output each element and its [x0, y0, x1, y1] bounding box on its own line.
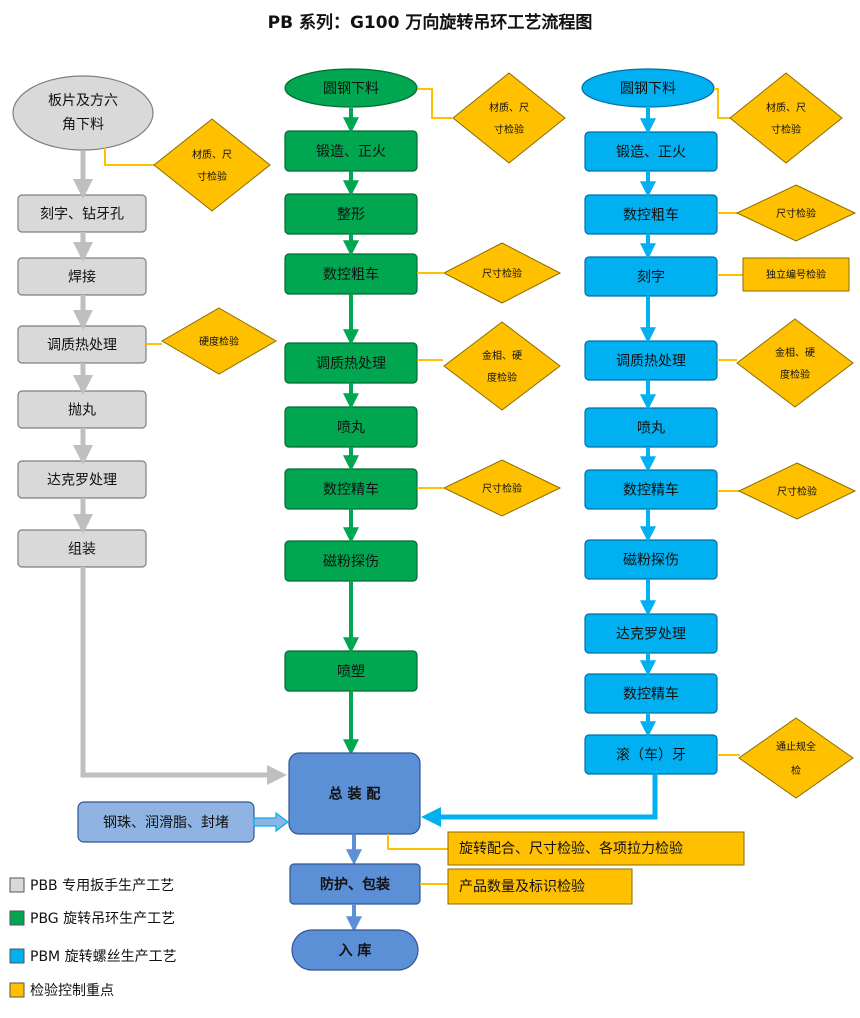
legend-label-3: PBM 旋转螺丝生产工艺: [30, 949, 177, 965]
pbm-step-5-label: 喷丸: [637, 421, 665, 437]
pbm-step-9-label: 数控精车: [623, 686, 679, 703]
pbm-check-rough: [735, 184, 857, 242]
pbm-check-start-connector: [714, 88, 731, 119]
pbm-check-thread: [738, 717, 854, 799]
pbg-check-start-label-line-2: 寸检验: [494, 123, 524, 136]
assembly-check-label: 旋转配合、尺寸检验、各项拉力检验: [459, 841, 683, 857]
store-box: [291, 929, 419, 971]
pbb-step-5-label: 达克罗处理: [47, 473, 117, 489]
pbg-step-6-label: 数控精车: [323, 481, 379, 498]
legend-swatch-2: [9, 910, 25, 926]
pbb-check-heat-label-line-1: 硬度检验: [199, 335, 239, 348]
pbg-check-heat: [443, 321, 561, 411]
parts-to-assembly-arrow: [253, 811, 289, 833]
pbg-step-3-label: 数控粗车: [323, 266, 379, 283]
pbb-check-start-connector: [104, 148, 155, 166]
pbg-check-heat-label-line-1: 金相、硬: [482, 349, 522, 362]
pbm-check-heat: [736, 318, 854, 408]
assembly-check: [447, 831, 745, 866]
pbg-step-7-label: 磁粉探伤: [323, 554, 379, 570]
pbg-step-5-label: 喷丸: [337, 420, 365, 436]
pbm-check-thread-label-line-2: 检: [791, 764, 801, 777]
pbb-step-2-label: 焊接: [68, 269, 96, 286]
page-title: PB 系列：G100 万向旋转吊环工艺流程图: [267, 13, 593, 33]
pack-box-label: 防护、包装: [320, 876, 391, 893]
pbm-step-10-label: 滚（车）牙: [616, 747, 686, 764]
pbg-check-rough-label-line-1: 尺寸检验: [482, 267, 522, 280]
pack-check-label: 产品数量及标识检验: [459, 879, 585, 895]
pbm-check-finish-label-line-1: 尺寸检验: [777, 485, 817, 498]
assembly-parts-box-label: 钢珠、润滑脂、封堵: [103, 814, 229, 831]
pbb-to-assembly-arrow: [80, 567, 287, 785]
pbb-step-3-label: 调质热处理: [47, 338, 117, 354]
store-box-label: 入 库: [339, 942, 372, 959]
pbg-check-heat-label-line-2: 度检验: [487, 371, 517, 384]
pbb-check-heat: [161, 307, 277, 375]
pbm-step-4-label: 调质热处理: [616, 354, 686, 370]
pbb-check-start: [153, 118, 271, 212]
pbm-step-2-label: 数控粗车: [623, 207, 679, 224]
pbm-check-finish: [737, 462, 857, 520]
pbm-check-heat-label-line-1: 金相、硬: [775, 346, 815, 359]
pbg-check-start-connector: [418, 88, 452, 119]
pbb-step-6-label: 组装: [68, 542, 96, 558]
pbm-check-start-label-line-2: 寸检验: [771, 123, 801, 136]
pbg-step-1-label: 锻造、正火: [316, 144, 386, 160]
pbm-step-1-label: 锻造、正火: [616, 145, 686, 161]
pbb-step-1-label: 刻字、钻牙孔: [40, 207, 124, 223]
pbb-start-label-line-1: 板片及方六: [48, 93, 118, 109]
pbg-check-finish-label-line-1: 尺寸检验: [482, 482, 522, 495]
pbm-check-thread-label-line-1: 通止规全: [776, 740, 816, 753]
pbm-check-engrave-label: 独立编号检验: [766, 268, 826, 281]
pbg-step-4-label: 调质热处理: [316, 356, 386, 372]
pbm-check-engrave: [742, 257, 850, 292]
pbm-step-3-label: 刻字: [637, 270, 665, 286]
pbg-step-2-label: 整形: [337, 207, 365, 223]
pbg-check-rough: [442, 242, 562, 304]
pbm-check-start-label-line-1: 材质、尺: [766, 101, 806, 114]
pbg-start-ellipse: [284, 68, 418, 108]
legend-swatch-3: [9, 948, 25, 964]
pbb-check-start-label-line-2: 寸检验: [197, 170, 227, 183]
pbb-check-start-label-line-1: 材质、尺: [192, 148, 232, 161]
pbm-start-label: 圆钢下料: [620, 81, 676, 97]
pbg-start-label: 圆钢下料: [323, 81, 379, 97]
pbb-start-ellipse: [12, 75, 154, 151]
pbb-step-4-label: 抛丸: [68, 403, 96, 419]
pbm-step-6-label: 数控精车: [623, 482, 679, 499]
assembly-check-connector: [387, 834, 448, 850]
pbg-step-8-label: 喷塑: [337, 664, 365, 680]
pbm-check-rough-label-line-1: 尺寸检验: [776, 207, 816, 220]
legend-label-1: PBB 专用扳手生产工艺: [30, 878, 174, 894]
legend-swatch-4: [9, 982, 25, 998]
pbg-check-start-label-line-1: 材质、尺: [489, 101, 529, 114]
pbm-to-assembly-arrow: [421, 774, 658, 827]
assembly-box-label: 总 装 配: [329, 786, 381, 803]
legend-label-4: 检验控制重点: [30, 983, 114, 999]
pbg-check-finish: [442, 459, 562, 517]
pack-check: [447, 868, 633, 905]
pbg-check-start: [452, 72, 566, 164]
legend-swatch-1: [9, 877, 25, 893]
legend-label-2: PBG 旋转吊环生产工艺: [30, 911, 175, 927]
pbm-check-start: [729, 72, 843, 164]
pbb-start-label-line-2: 角下料: [62, 117, 104, 133]
pbm-step-8-label: 达克罗处理: [616, 627, 686, 643]
pbm-check-heat-label-line-2: 度检验: [780, 368, 810, 381]
pbm-step-7-label: 磁粉探伤: [623, 553, 679, 569]
